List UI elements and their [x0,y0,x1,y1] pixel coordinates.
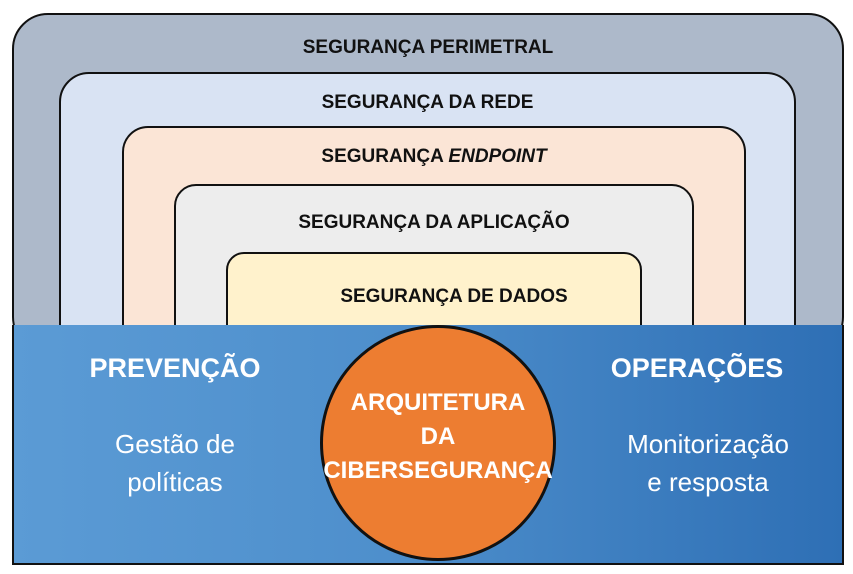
operacoes-line-1: Monitorização [627,429,789,459]
layer-title-endpoint: SEGURANÇA ENDPOINT [124,146,744,168]
prevencao-line-1: Gestão de [115,429,235,459]
layer-title-perimetral: SEGURANÇA PERIMETRAL [302,37,554,58]
core-line-1: ARQUITETURA [350,389,526,416]
operacoes-line-2: e resposta [647,467,769,497]
operacoes-text: Monitorização e resposta [588,425,828,501]
prevencao-text: Gestão de políticas [68,425,282,501]
layer-title-endpoint-italic: ENDPOINT [448,146,547,167]
core-line-3: CIBERSEGURANÇA [323,457,553,484]
core-circle: ARQUITETURA DA CIBERSEGURANÇA [320,325,556,561]
prevencao-line-2: políticas [127,467,223,497]
layer-title-aplicacao: SEGURANÇA DA APLICAÇÃO [298,212,570,233]
layer-title-rede: SEGURANÇA DA REDE [321,92,534,113]
operacoes-title: OPERAÇÕES [610,353,784,383]
prevencao-title: PREVENÇÃO [89,353,261,383]
core-label: ARQUITETURA DA CIBERSEGURANÇA [323,386,552,488]
layer-title-dados: SEGURANÇA DE DADOS [340,286,568,307]
core-line-2: DA [420,423,456,450]
layer-title-endpoint-prefix: SEGURANÇA [321,146,449,167]
